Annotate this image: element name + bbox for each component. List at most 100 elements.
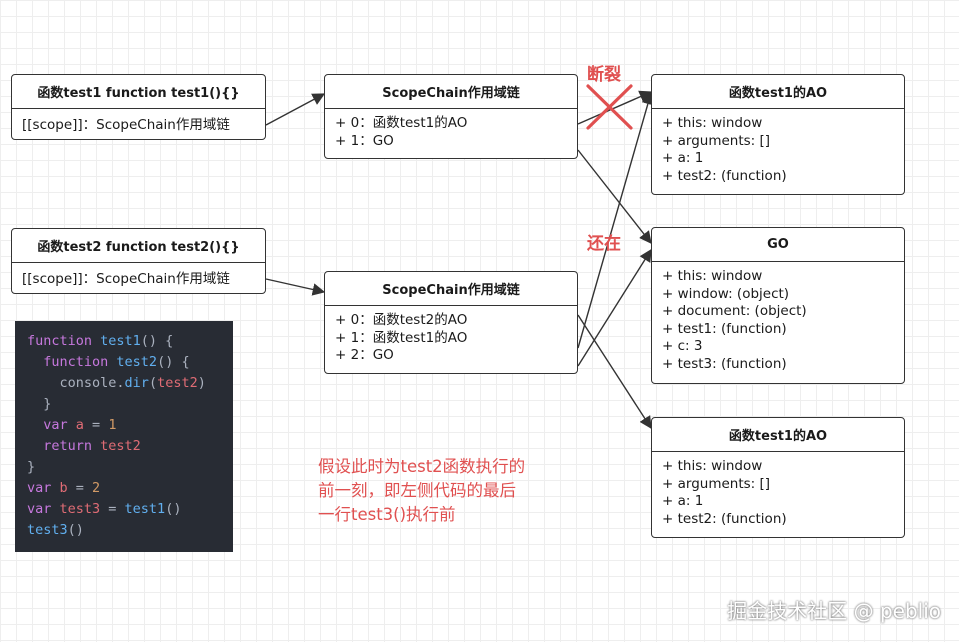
code-token: 2 [92,480,101,496]
ao-row: + test2: (function) [662,167,787,184]
code-token: test1 [124,501,166,517]
code-token: } [27,459,36,475]
scope-chain-1-body: + 0：函数test1的AO + 1：GO [325,109,577,154]
code-token: var [43,417,76,433]
function-test2-body: [[scope]]：ScopeChain作用域链 [12,263,265,293]
code-token: function [27,333,101,349]
arrow-sc2-to-ao-test1-bottom [577,314,652,430]
code-token: ( [148,375,158,391]
broken-label: 断裂 [587,65,621,85]
arrow-sc1-to-ao-test1 [577,90,653,125]
scope-chain-2-row: + 0：函数test2的AO [335,312,468,328]
still-exists-label: 还在 [587,234,621,254]
code-token: 1 [108,417,117,433]
ao-test1-top-title: 函数test1的AO [652,75,904,109]
code-token: test3 [27,522,68,538]
ao-row: + arguments: [] [662,132,771,149]
go-row: + test1: (function) [662,320,787,337]
go-title: GO [652,228,904,262]
scope-chain-2-row: + 2：GO [335,347,394,363]
function-test1-title: 函数test1 function test1(){} [12,75,265,109]
code-token: test2 [116,354,158,370]
go-row: + document: (object) [662,303,807,319]
ao-test1-bottom-body: + this: window + arguments: [] + a: 1 + … [652,452,904,532]
arrow-test2-to-scopechain2 [265,278,326,296]
scope-chain-1-row: + 1：GO [335,132,394,149]
code-token: test2 [100,438,141,454]
code-token: return [43,438,101,454]
code-token: } [27,396,52,412]
code-line: } [27,457,233,478]
ao-row: + arguments: [] [662,475,771,492]
explanation-note: 假设此时为test2函数执行的 前一刻，即左侧代码的最后 一行test3()执行… [318,455,578,527]
function-test1-box: 函数test1 function test1(){} [[scope]]：Sco… [11,74,266,140]
code-token [27,417,43,433]
code-token: ) [197,375,206,391]
code-snippet: function test1() { function test2() { co… [15,321,233,552]
go-row: + this: window [662,268,763,284]
code-token: test1 [100,333,141,349]
code-token: b [59,480,68,496]
code-token: dir [124,375,149,391]
watermark: 掘金技术社区 @ peblio [727,599,941,623]
code-token: var [27,480,60,496]
code-line: function test1() { [27,331,233,352]
ao-row: + a: 1 [662,493,704,509]
explanation-line: 假设此时为test2函数执行的 [318,457,526,476]
arrow-test1-to-scopechain1 [265,93,326,126]
go-row: + c: 3 [662,338,703,354]
arrow-sc2-to-go [577,248,652,367]
code-line: function test2() { [27,352,233,373]
ao-test1-bottom-box: 函数test1的AO + this: window + arguments: [… [651,417,905,538]
code-token [27,354,43,370]
scope-chain-2-body: + 0：函数test2的AO + 1：函数test1的AO + 2：GO [325,306,577,369]
scope-chain-2-row: + 1：函数test1的AO [335,329,468,346]
code-token: () [67,522,84,538]
code-line: test3() [27,520,233,541]
code-token: test2 [157,375,198,391]
code-token: () { [157,354,190,370]
go-body: + this: window + window: (object) + docu… [652,262,904,377]
code-token: () [165,501,182,517]
ao-row: + test2: (function) [662,510,787,527]
code-token: a [75,417,84,433]
ao-test1-top-body: + this: window + arguments: [] + a: 1 + … [652,109,904,189]
ao-test1-bottom-title: 函数test1的AO [652,418,904,452]
code-line: var b = 2 [27,478,233,499]
scope-chain-2-box: ScopeChain作用域链 + 0：函数test2的AO + 1：函数test… [324,271,578,374]
ao-test1-top-box: 函数test1的AO + this: window + arguments: [… [651,74,905,195]
ao-row: + a: 1 [662,150,704,166]
arrow-sc2-to-ao-test1-top [577,91,654,349]
ao-row: + this: window [662,458,763,474]
function-test2-scope: [[scope]]：ScopeChain作用域链 [22,271,230,287]
code-line: } [27,394,233,415]
function-test2-box: 函数test2 function test2(){} [[scope]]：Sco… [11,228,266,294]
code-token: test3 [59,501,101,517]
code-token: var [27,501,60,517]
function-test1-body: [[scope]]：ScopeChain作用域链 [12,109,265,139]
code-token: = [100,501,125,517]
code-token [27,438,43,454]
go-box: GO + this: window + window: (object) + d… [651,227,905,384]
explanation-line: 前一刻，即左侧代码的最后 [318,481,516,500]
scope-chain-1-row: + 0：函数test1的AO [335,115,468,131]
code-token: = [83,417,109,433]
explanation-line: 一行test3()执行前 [318,505,456,524]
ao-row: + this: window [662,115,763,131]
go-row: + test3: (function) [662,355,787,372]
code-token: = [67,480,93,496]
go-row: + window: (object) [662,285,790,302]
scope-chain-1-box: ScopeChain作用域链 + 0：函数test1的AO + 1：GO [324,74,578,159]
code-token: console. [27,375,125,391]
code-line: console.dir(test2) [27,373,233,394]
function-test2-title: 函数test2 function test2(){} [12,229,265,263]
function-test1-scope: [[scope]]：ScopeChain作用域链 [22,117,230,133]
code-line: return test2 [27,436,233,457]
code-line: var test3 = test1() [27,499,233,520]
code-token: () { [140,333,174,349]
broken-cross-icon [586,84,633,130]
code-token: function [43,354,117,370]
code-line: var a = 1 [27,415,233,436]
scope-chain-1-title: ScopeChain作用域链 [325,75,577,109]
scope-chain-2-title: ScopeChain作用域链 [325,272,577,306]
